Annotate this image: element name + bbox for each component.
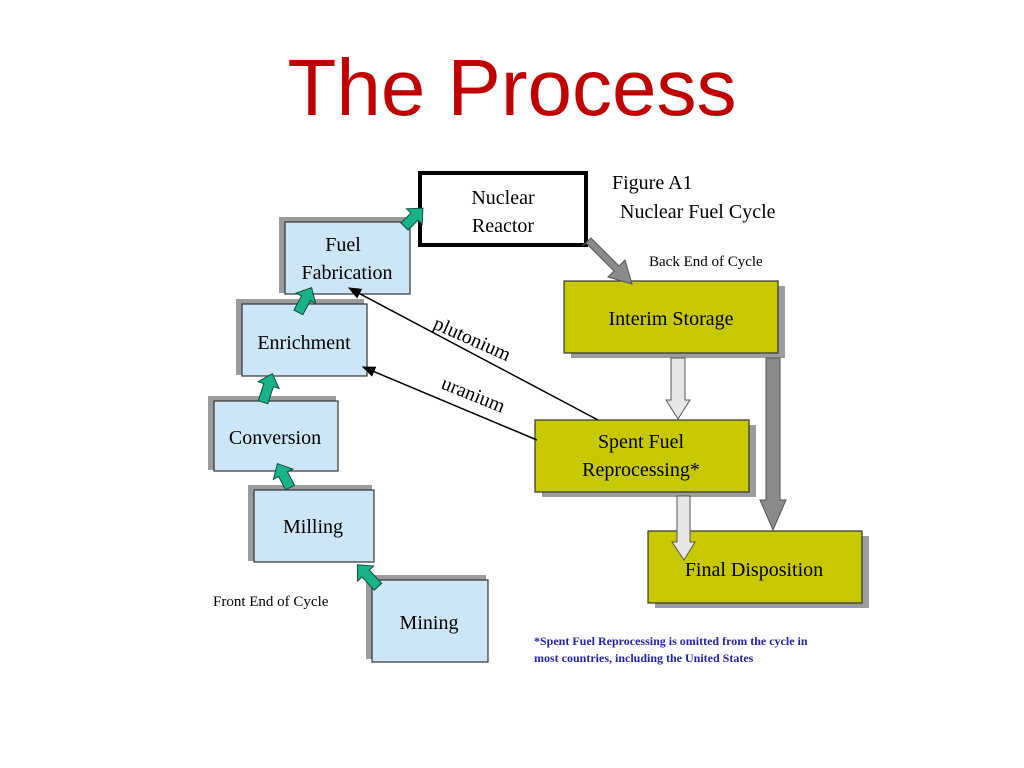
svg-text:Interim Storage: Interim Storage [609,308,734,330]
footnote-line-2: most countries, including the United Sta… [534,651,754,665]
svg-text:Reprocessing*: Reprocessing* [582,459,700,481]
figure-name: Nuclear Fuel Cycle [620,201,776,223]
label-plutonium: plutonium [430,312,514,366]
svg-text:Fabrication: Fabrication [301,262,392,284]
arrow-interim-to-reprocessing [665,357,691,420]
svg-text:Enrichment: Enrichment [257,332,351,354]
node-conversion: Conversion [208,396,339,472]
arrow-fabrication-to-reactor [400,207,424,231]
arrow-milling-to-conversion [272,462,296,491]
label-uranium: uranium [438,372,508,418]
node-mining: Mining [366,575,489,663]
svg-text:Mining: Mining [400,612,459,634]
svg-text:Milling: Milling [283,516,343,538]
node-milling: Milling [248,485,375,563]
svg-text:Conversion: Conversion [229,427,321,449]
arrow-interim-to-final [759,357,787,532]
arrow-plutonium [347,287,599,421]
svg-text:Final Disposition: Final Disposition [685,559,823,581]
back-end-label: Back End of Cycle [649,254,763,270]
node-enrichment: Enrichment [236,299,368,377]
arrow-enrichment-to-fabrication [293,286,317,316]
arrow-reprocessing-to-final [671,495,696,561]
node-spent-fuel-reprocessing: Spent Fuel Reprocessing* [534,419,756,497]
arrow-reactor-to-interim-storage [581,237,633,285]
front-end-label: Front End of Cycle [213,594,329,610]
arrow-mining-to-milling [356,564,383,591]
arrow-conversion-to-enrichment [256,372,281,405]
svg-text:Nuclear: Nuclear [471,187,535,209]
svg-text:Fuel: Fuel [325,234,361,256]
svg-text:Spent Fuel: Spent Fuel [598,431,685,453]
node-fuel-fabrication: Fuel Fabrication [279,217,411,295]
node-nuclear-reactor: Nuclear Reactor [418,171,588,247]
figure-number: Figure A1 [612,172,693,194]
arrow-uranium [361,366,538,441]
page-title: The Process [287,43,737,132]
node-interim-storage: Interim Storage [563,280,785,358]
svg-text:Reactor: Reactor [472,215,535,237]
footnote-line-1: *Spent Fuel Reprocessing is omitted from… [534,634,808,648]
